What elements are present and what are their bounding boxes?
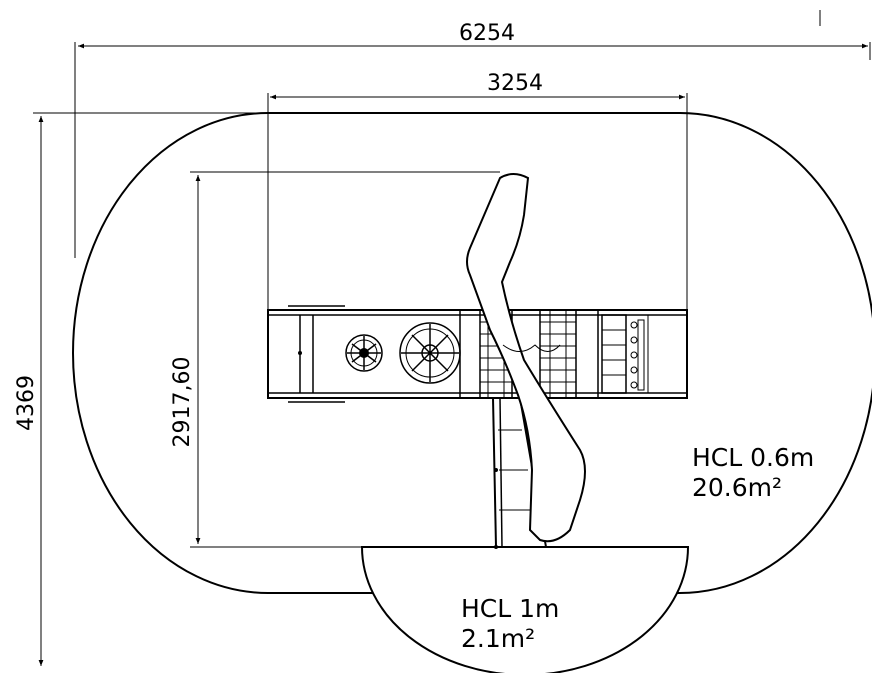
dim-overall-width: 6254 (459, 21, 515, 46)
dim-equipment-width: 3254 (487, 71, 543, 96)
dim-overall-height: 4369 (14, 375, 39, 431)
activity-panel (298, 319, 645, 391)
zone-slide-area: 2.1m² (461, 624, 535, 653)
rung-section-middle (539, 309, 577, 399)
safety-zone-main (72, 112, 872, 594)
zone-main-area: 20.6m² (692, 473, 782, 502)
zone-slide-hcl: HCL 1m (461, 594, 559, 623)
playground-equipment (267, 173, 688, 549)
gear-panel-small (345, 334, 383, 372)
safety-zone-slide (360, 546, 690, 673)
chevron-structure (466, 173, 586, 543)
rung-section-right (601, 314, 627, 394)
zone-main-hcl: HCL 0.6m (692, 443, 814, 472)
gear-panel-large (399, 322, 461, 384)
dim-equipment-depth: 2917,60 (170, 357, 195, 448)
